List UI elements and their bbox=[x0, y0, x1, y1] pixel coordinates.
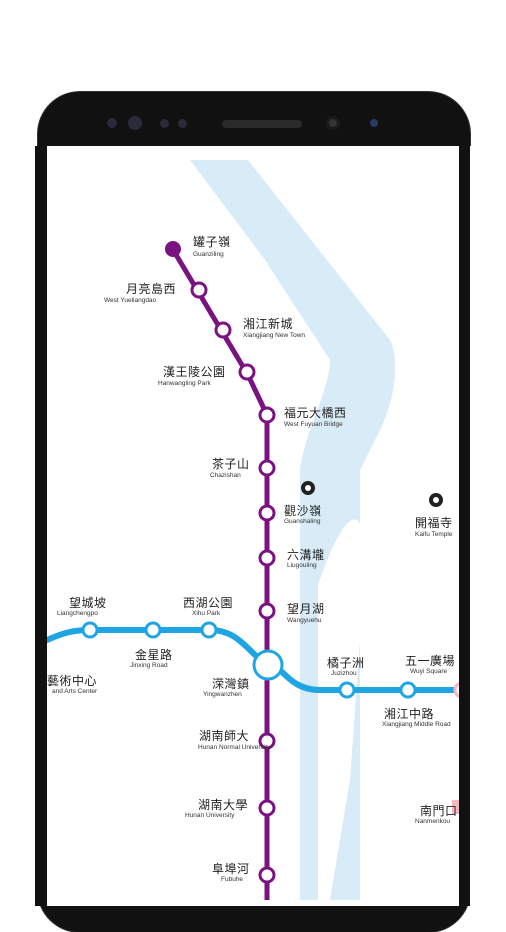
station-fubuhe bbox=[258, 866, 276, 884]
juzizhou-island bbox=[318, 519, 364, 900]
label-liugouling-zh: 六溝壠 bbox=[287, 548, 325, 562]
label-fubuhe-en: Fubuhe bbox=[221, 876, 244, 883]
label-guanziling-zh: 罐子嶺 bbox=[193, 235, 231, 249]
label-xiangjiang-xincheng-en: Xiangjiang New Town bbox=[243, 332, 306, 339]
label-arts-center-zh: 藝術中心 bbox=[47, 674, 98, 688]
station-xihu-park bbox=[200, 621, 218, 639]
label-xihu-zh: 西湖公園 bbox=[183, 596, 234, 610]
label-yingwanzhen-en: Yingwanzhen bbox=[203, 691, 242, 698]
station-xiangjiang-middle bbox=[399, 681, 417, 699]
camera-lens-icon bbox=[326, 116, 340, 130]
station-fuyuan-bridge bbox=[258, 406, 276, 424]
background-right bbox=[470, 146, 506, 906]
label-guanshaling-zh: 觀沙嶺 bbox=[284, 504, 322, 518]
label-xiangjiang-xincheng-zh: 湘江新城 bbox=[243, 317, 294, 331]
sensor-icon bbox=[178, 119, 187, 128]
background-left bbox=[0, 146, 35, 906]
sensor-icon bbox=[160, 119, 169, 128]
label-wangchengpo-zh: 望城坡 bbox=[69, 596, 107, 610]
label-fubuhe-zh: 阜埠河 bbox=[212, 862, 250, 876]
label-wangyuehu-en: Wangyuehu bbox=[287, 617, 322, 624]
bezel-left-edge bbox=[35, 146, 47, 906]
label-yuelian-zh: 月亮島西 bbox=[126, 282, 177, 296]
station-liugouling bbox=[258, 549, 276, 567]
station-wuyi-square-partial bbox=[453, 682, 459, 698]
label-hunan-normal-zh: 湖南師大 bbox=[199, 729, 250, 743]
label-yuelian-en: West Yueliangdao bbox=[104, 297, 157, 304]
station-wangyuehu bbox=[258, 602, 276, 620]
label-yingwanzhen-zh: 溁灣鎮 bbox=[212, 677, 250, 691]
label-wangchengpo-en: Liangchengpo bbox=[57, 610, 98, 617]
front-camera-icon bbox=[128, 116, 142, 130]
station-jinxing-road bbox=[144, 621, 162, 639]
label-guanziling-en: Guanziling bbox=[193, 251, 224, 258]
interchange-yingwanzhen bbox=[252, 649, 284, 681]
label-kaifu-zh: 開福寺 bbox=[415, 516, 453, 530]
station-terminal-guanziling bbox=[165, 241, 181, 257]
label-arts-center-en: and Arts Center bbox=[52, 688, 98, 695]
station-xiangjiang-xincheng bbox=[214, 321, 232, 339]
label-hanwangling-zh: 漢王陵公園 bbox=[163, 365, 226, 379]
label-liugouling-en: Liugouling bbox=[287, 562, 317, 569]
label-fuyuan-en: West Fuyuan Bridge bbox=[284, 421, 343, 428]
iris-sensor-icon bbox=[370, 119, 378, 127]
bezel-right-edge bbox=[459, 146, 470, 906]
pink-marker bbox=[452, 800, 459, 814]
label-wangyuehu-zh: 望月湖 bbox=[287, 602, 325, 616]
label-kaifu-en: Kaifu Temple bbox=[415, 531, 453, 538]
label-wuyi-en: Wuyi Square bbox=[410, 668, 448, 675]
label-hunan-normal-en: Hunan Normal University bbox=[198, 744, 271, 751]
label-jinxing-en: Jinxing Road bbox=[130, 662, 168, 669]
label-hunan-university-en: Hunan University bbox=[185, 812, 235, 819]
station-guanshaling bbox=[258, 504, 276, 522]
line-2-track bbox=[47, 627, 459, 693]
label-xiangjiang-middle-zh: 湘江中路 bbox=[384, 707, 435, 721]
station-hanwangling bbox=[238, 363, 256, 381]
label-wuyi-zh: 五一廣場 bbox=[405, 654, 456, 668]
station-wangchengpo bbox=[81, 621, 99, 639]
label-hunan-university-zh: 湖南大學 bbox=[198, 798, 249, 812]
metro-map[interactable] bbox=[47, 146, 459, 906]
metro-map-screen[interactable] bbox=[47, 146, 459, 906]
station-yuelian-daoxi bbox=[190, 281, 208, 299]
station-chazishan bbox=[258, 459, 276, 477]
label-xiangjiang-middle-en: Xiangjiang Middle Road bbox=[382, 721, 451, 728]
label-xihu-en: Xihu Park bbox=[192, 610, 221, 617]
label-guanshaling-en: Guanshaling bbox=[284, 518, 321, 525]
label-nanmenkou-zh: 南門口 bbox=[420, 804, 458, 818]
label-chazishan-zh: 茶子山 bbox=[212, 457, 250, 471]
sensor-icon bbox=[107, 118, 117, 128]
station-juzizhou bbox=[338, 681, 356, 699]
xiang-river bbox=[190, 160, 396, 900]
label-juzizhou-zh: 橘子洲 bbox=[327, 656, 365, 670]
label-jinxing-zh: 金星路 bbox=[135, 648, 173, 662]
label-chazishan-en: Chazishan bbox=[210, 472, 241, 479]
label-hanwangling-en: Hanwangling Park bbox=[158, 380, 211, 387]
label-fuyuan-zh: 福元大橋西 bbox=[284, 406, 347, 420]
label-juzizhou-en: Juzizhou bbox=[331, 670, 357, 677]
station-hunan-university bbox=[258, 799, 276, 817]
label-nanmenkou-en: Nanmenkou bbox=[415, 818, 451, 825]
speaker-grille bbox=[222, 120, 302, 128]
station-hunan-normal bbox=[258, 732, 276, 750]
